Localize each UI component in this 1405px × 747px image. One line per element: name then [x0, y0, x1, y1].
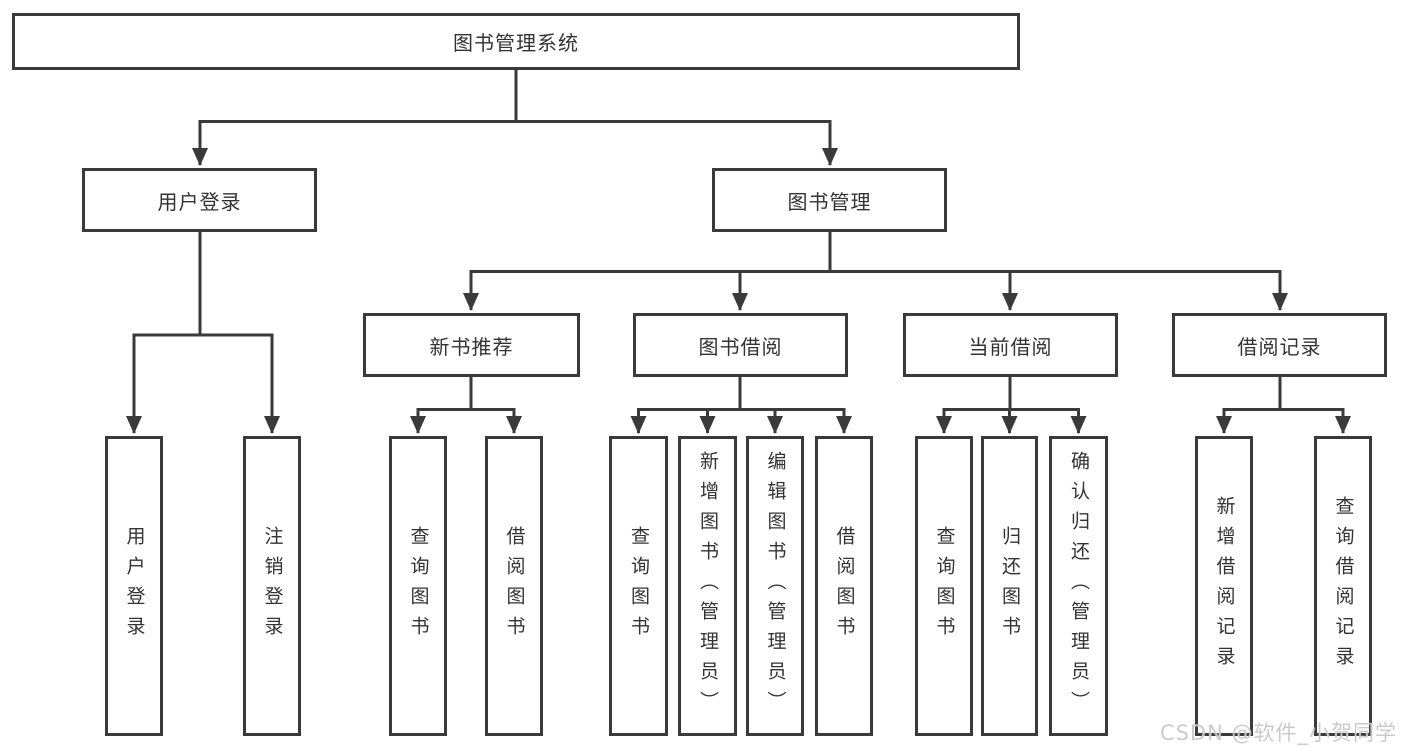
leaf-cb-return-books-label: 归还图书 — [999, 526, 1021, 646]
edge-book-management-junction — [469, 230, 1282, 273]
node-book-borrow-label: 图书借阅 — [698, 334, 783, 359]
leaf-logout: 注销登录 — [243, 436, 301, 736]
leaf-cb-query-books-label: 查询图书 — [933, 526, 956, 646]
node-new-book-recommend-label: 新书推荐 — [429, 334, 514, 359]
node-borrow-records: 借阅记录 — [1172, 313, 1387, 377]
leaf-br-add-record-label: 新增借阅记录 — [1213, 496, 1236, 676]
node-root-label: 图书管理系统 — [453, 31, 579, 55]
node-borrow-records-label: 借阅记录 — [1237, 334, 1322, 359]
node-user-login: 用户登录 — [82, 168, 317, 232]
leaf-bb-borrow-books-label: 借阅图书 — [833, 526, 856, 646]
edge-new-book-junction — [416, 375, 516, 411]
leaf-nb-query-books: 查询图书 — [389, 436, 447, 736]
edge-user-login-junction — [132, 230, 274, 337]
edge-root-junction — [198, 68, 832, 123]
leaf-nb-borrow-books: 借阅图书 — [485, 436, 543, 736]
leaf-cb-confirm-return-label: 确认归还（管理员） — [1068, 451, 1090, 721]
node-user-login-label: 用户登录 — [157, 189, 242, 214]
leaf-bb-query-books-label: 查询图书 — [628, 526, 650, 646]
edge-book-borrow-junction — [637, 375, 846, 411]
leaf-cb-query-books: 查询图书 — [915, 436, 973, 736]
leaf-br-add-record: 新增借阅记录 — [1195, 436, 1253, 736]
node-book-management: 图书管理 — [712, 168, 947, 232]
leaf-bb-add-books: 新增图书（管理员） — [678, 436, 737, 736]
leaf-nb-query-books-label: 查询图书 — [407, 526, 430, 646]
node-root: 图书管理系统 — [12, 13, 1020, 70]
leaf-bb-edit-books: 编辑图书（管理员） — [746, 436, 804, 736]
leaf-nb-borrow-books-label: 借阅图书 — [503, 526, 526, 646]
leaf-br-query-record: 查询借阅记录 — [1314, 436, 1372, 736]
leaf-bb-edit-books-label: 编辑图书（管理员） — [764, 451, 787, 721]
node-current-borrow-label: 当前借阅 — [968, 334, 1053, 359]
edge-current-borrow-junction — [942, 375, 1080, 411]
leaf-cb-confirm-return: 确认归还（管理员） — [1049, 436, 1108, 736]
leaf-bb-add-books-label: 新增图书（管理员） — [697, 451, 719, 721]
edge-borrow-records-junction — [1222, 375, 1345, 411]
node-book-management-label: 图书管理 — [787, 189, 872, 214]
leaf-br-query-record-label: 查询借阅记录 — [1332, 496, 1355, 676]
leaf-logout-label: 注销登录 — [261, 526, 284, 646]
node-new-book-recommend: 新书推荐 — [363, 313, 580, 377]
leaf-user-login: 用户登录 — [105, 436, 163, 736]
node-book-borrow: 图书借阅 — [633, 313, 848, 377]
leaf-bb-borrow-books: 借阅图书 — [815, 436, 873, 736]
leaf-cb-return-books: 归还图书 — [981, 436, 1038, 736]
leaf-bb-query-books: 查询图书 — [609, 436, 668, 736]
node-current-borrow: 当前借阅 — [903, 313, 1118, 377]
leaf-user-login-label: 用户登录 — [123, 526, 146, 646]
